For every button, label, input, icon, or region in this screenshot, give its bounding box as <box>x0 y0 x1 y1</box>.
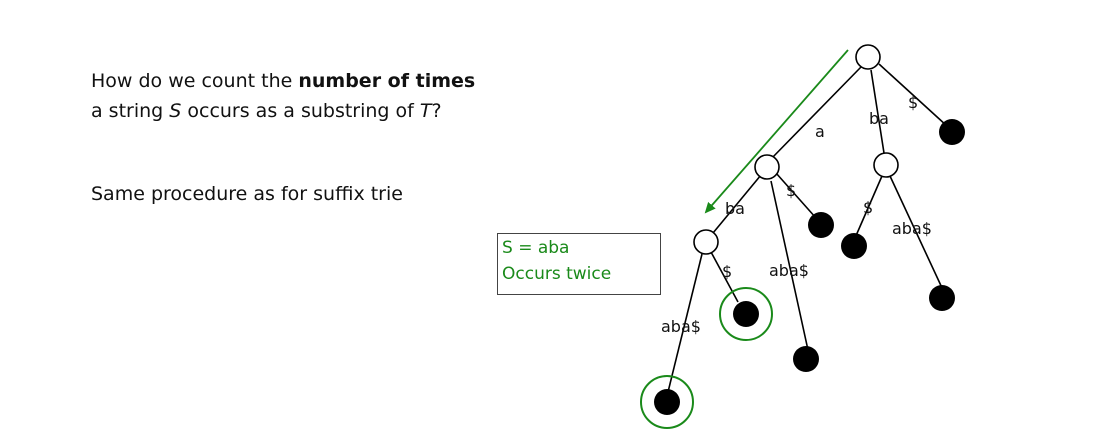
label-ba-dollar: $ <box>863 198 873 217</box>
edge-ba-dollar <box>854 175 883 239</box>
edge-aba-abadollar <box>667 253 703 393</box>
edge-root-dollar <box>878 63 948 127</box>
tree-edges <box>667 63 948 393</box>
question-line-2: a string S occurs as a substring of T? <box>91 96 475 126</box>
search-path-arrow <box>704 49 849 214</box>
edge-aba-dollar <box>710 251 739 303</box>
edge-labels: a ba $ ba $ aba$ $ aba$ aba$ $ <box>661 93 932 336</box>
node-aba <box>693 229 719 255</box>
leaf-ba-abadollar <box>929 285 955 311</box>
annotation-line-1: S = aba <box>502 238 570 258</box>
question-line-1: How do we count the number of times <box>91 66 475 96</box>
leaf-nodes <box>654 119 965 415</box>
variable-T: T <box>419 100 432 122</box>
label-a-abadollar: aba$ <box>769 261 809 280</box>
leaf-ba-dollar <box>841 233 867 259</box>
question-prefix: How do we count the <box>91 70 299 92</box>
annotation-box: S = aba Occurs twice <box>497 233 661 295</box>
edge-root-ba <box>870 69 885 154</box>
edge-root-a <box>769 66 862 161</box>
label-root-dollar: $ <box>908 93 918 112</box>
procedure-note: Same procedure as for suffix trie <box>91 183 403 205</box>
internal-nodes <box>693 44 899 255</box>
node-root <box>855 44 881 70</box>
question-text: How do we count the number of times a st… <box>91 66 475 126</box>
question-mark: ? <box>431 100 442 122</box>
label-aba-dollar: $ <box>722 262 732 281</box>
leaf-a-dollar <box>808 212 834 238</box>
edge-a-ba <box>712 174 762 234</box>
leaf-dollar <box>939 119 965 145</box>
leaf-aba-abadollar <box>654 389 680 415</box>
edge-a-dollar <box>775 172 817 219</box>
label-ba-abadollar: aba$ <box>892 219 932 238</box>
edge-ba-abadollar <box>889 175 944 291</box>
label-root-ba: ba <box>869 109 889 128</box>
edge-a-abadollar <box>770 180 809 351</box>
node-ba <box>873 152 899 178</box>
question-text-a: a string <box>91 100 170 122</box>
leaf-aba-dollar <box>733 301 759 327</box>
label-a-ba: ba <box>725 199 745 218</box>
match-highlight-circle-1 <box>719 287 773 341</box>
label-aba-abadollar: aba$ <box>661 317 701 336</box>
question-text-b: occurs as a substring of <box>181 100 420 122</box>
node-a <box>754 154 780 180</box>
leaf-a-abadollar <box>793 346 819 372</box>
label-a-dollar: $ <box>786 181 796 200</box>
variable-S: S <box>169 100 182 122</box>
annotation-line-2: Occurs twice <box>502 264 612 284</box>
match-highlight-circle-2 <box>640 375 694 429</box>
label-root-a: a <box>815 122 825 141</box>
question-bold-phrase: number of times <box>298 70 476 92</box>
